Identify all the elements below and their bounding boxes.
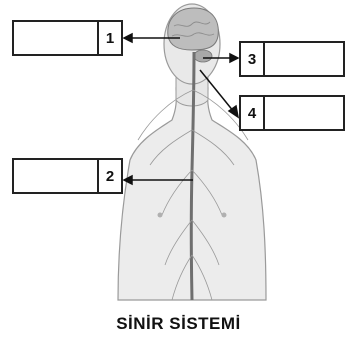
diagram-caption: SİNİR SİSTEMİ <box>0 314 357 334</box>
label-box-3[interactable]: 3 <box>239 41 345 77</box>
brain <box>168 8 219 50</box>
label-box-2[interactable]: 2 <box>12 158 123 194</box>
label-box-1[interactable]: 1 <box>12 20 123 56</box>
label-number-1: 1 <box>97 22 121 54</box>
label-box-4[interactable]: 4 <box>239 95 345 131</box>
label-number-2: 2 <box>97 160 121 192</box>
chest-mark-left <box>158 213 163 218</box>
chest-mark-right <box>222 213 227 218</box>
label-number-3: 3 <box>241 43 265 75</box>
label-number-4: 4 <box>241 97 265 129</box>
cerebellum <box>194 50 212 62</box>
